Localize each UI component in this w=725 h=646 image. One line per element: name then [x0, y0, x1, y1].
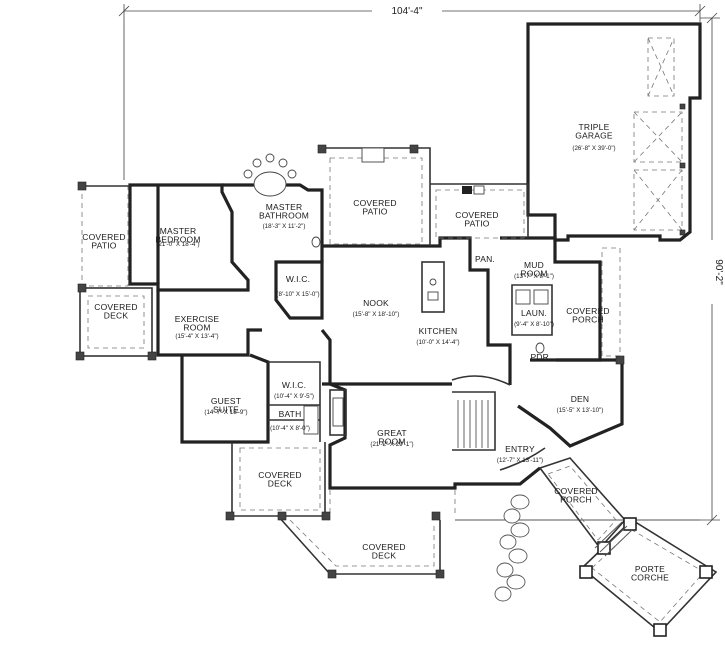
- posts: [75, 144, 713, 637]
- svg-text:(15'-5" X 13'-10"): (15'-5" X 13'-10"): [557, 407, 604, 414]
- room-laundry: LAUN. (9'-4" X 8'-10"): [514, 308, 554, 328]
- svg-text:(10'-0" X 14'-4"): (10'-0" X 14'-4"): [416, 339, 459, 346]
- dimension-top: 104'-4": [118, 3, 706, 22]
- room-wic-master: W.I.C. (8'-10" X 15'-0"): [276, 274, 319, 298]
- svg-text:(15'-8" X 18'-10"): (15'-8" X 18'-10"): [353, 311, 400, 318]
- fixtures: [243, 153, 633, 602]
- overall-depth-label: 90'-2": [713, 259, 724, 285]
- svg-text:DEN: DEN: [571, 394, 590, 404]
- svg-text:ENTRY: ENTRY: [505, 444, 535, 454]
- svg-text:LAUN.: LAUN.: [521, 308, 547, 318]
- svg-text:(21'-2" X 29'-1"): (21'-2" X 29'-1"): [370, 441, 413, 448]
- svg-text:(10'-4" X 8'-0"): (10'-4" X 8'-0"): [270, 425, 310, 432]
- svg-text:PDR.: PDR.: [530, 352, 551, 362]
- room-wic-guest: W.I.C. (10'-4" X 9'-5"): [274, 380, 314, 400]
- svg-text:(12'-7" X 13'-11"): (12'-7" X 13'-11"): [497, 457, 543, 464]
- svg-text:(9'-4" X 8'-10"): (9'-4" X 8'-10"): [514, 321, 554, 328]
- svg-text:W.I.C.: W.I.C.: [286, 274, 310, 284]
- room-entry: ENTRY (12'-7" X 13'-11"): [497, 444, 543, 464]
- svg-text:(18'-3" X 11'-2"): (18'-3" X 11'-2"): [263, 223, 306, 230]
- overall-width-label: 104'-4": [391, 6, 422, 17]
- room-nook: NOOK (15'-8" X 18'-10"): [353, 298, 400, 318]
- house-walls: [128, 183, 624, 490]
- room-pantry: PAN.: [475, 254, 495, 264]
- svg-text:NOOK: NOOK: [363, 298, 389, 308]
- room-powder: PDR.: [530, 352, 551, 362]
- svg-text:(14'-7" X 18'-9"): (14'-7" X 18'-9"): [204, 409, 247, 416]
- room-den: DEN (15'-5" X 13'-10"): [557, 394, 604, 414]
- room-kitchen: KITCHEN (10'-0" X 14'-4"): [416, 326, 459, 346]
- svg-text:(21'-0" X 18'-4"): (21'-0" X 18'-4"): [156, 241, 199, 248]
- svg-text:W.I.C.: W.I.C.: [282, 380, 306, 390]
- room-bath-guest: BATH (10'-4" X 8'-0"): [270, 409, 310, 432]
- svg-text:BATH: BATH: [279, 409, 302, 419]
- svg-text:PAN.: PAN.: [475, 254, 495, 264]
- svg-text:(26'-8" X 39'-0"): (26'-8" X 39'-0"): [572, 145, 615, 152]
- svg-text:(10'-4" X 9'-5"): (10'-4" X 9'-5"): [274, 393, 314, 400]
- svg-text:(15'-4" X 13'-4"): (15'-4" X 13'-4"): [175, 333, 218, 340]
- svg-text:(13'-7" X 8'-1"): (13'-7" X 8'-1"): [514, 273, 554, 280]
- svg-text:KITCHEN: KITCHEN: [419, 326, 458, 336]
- dimension-right: 90'-2": [700, 12, 724, 526]
- svg-text:(8'-10" X 15'-0"): (8'-10" X 15'-0"): [276, 291, 319, 298]
- garage: [526, 22, 702, 242]
